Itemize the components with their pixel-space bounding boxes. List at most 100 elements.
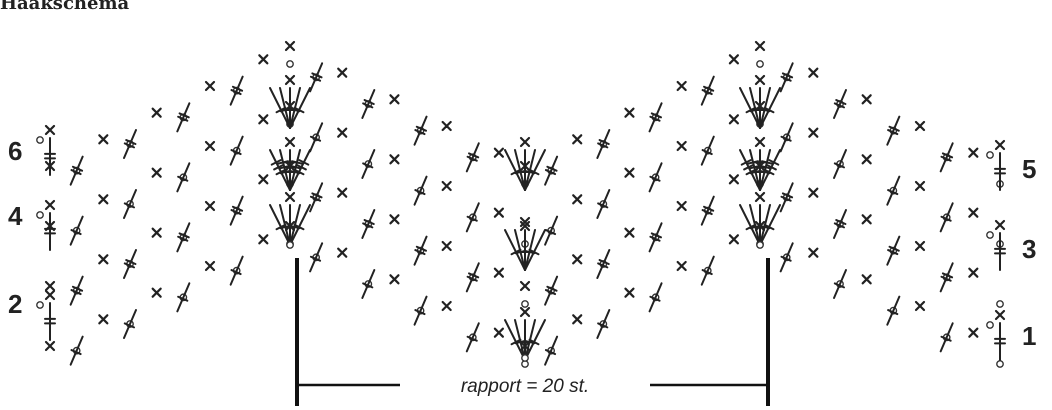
stitch-bar-icon <box>887 129 899 136</box>
stitch-icon <box>123 309 137 339</box>
stitch-bar-icon <box>544 289 557 296</box>
single-crochet-icon <box>914 300 926 312</box>
single-crochet-icon <box>624 227 635 238</box>
stitch-bar-icon <box>544 229 557 236</box>
single-crochet-icon <box>728 54 739 65</box>
stitch-bar-icon <box>781 192 794 199</box>
single-crochet-icon <box>808 67 819 78</box>
stitch-icon <box>759 87 781 129</box>
stitch-icon <box>176 102 191 133</box>
stitch-bar-icon <box>703 205 715 212</box>
single-crochet-icon <box>258 234 269 245</box>
single-crochet-icon <box>441 120 452 132</box>
stitch-bar-icon <box>781 72 794 79</box>
stitch-bar-icon <box>414 129 426 136</box>
single-crochet-icon <box>441 240 452 252</box>
stitch-icon <box>361 209 376 239</box>
single-crochet-icon <box>728 174 739 185</box>
single-crochet-icon <box>728 234 739 245</box>
stitch-bar-icon <box>780 135 792 142</box>
stitch-icon <box>229 75 244 106</box>
single-crochet-icon <box>754 40 766 52</box>
single-crochet-icon <box>44 280 56 292</box>
stitch-icon <box>309 242 324 273</box>
stitch-bar-icon <box>833 222 845 229</box>
stitch-bar-icon <box>70 349 82 356</box>
stitch-icon <box>833 269 847 299</box>
single-crochet-icon <box>284 74 296 86</box>
stitch-icon <box>596 309 611 339</box>
row-label-6: 6 <box>8 136 22 166</box>
stitch-icon <box>309 62 324 93</box>
chain-icon <box>286 60 294 68</box>
single-crochet-icon <box>728 114 739 125</box>
stitch-icon <box>69 155 84 186</box>
single-crochet-icon <box>151 107 162 118</box>
stitch-bar-icon <box>745 106 757 114</box>
stitch-bar-icon <box>780 195 792 202</box>
stitch-bar-icon <box>178 232 190 239</box>
single-crochet-icon <box>676 80 687 92</box>
single-crochet-icon <box>754 74 766 86</box>
stitch-bar-icon <box>703 85 715 92</box>
single-crochet-icon <box>861 94 872 105</box>
stitch-icon <box>596 129 611 159</box>
single-crochet-icon <box>624 287 635 298</box>
chain-icon <box>996 360 1004 368</box>
stitch-icon <box>524 229 546 271</box>
single-crochet-icon <box>204 260 216 272</box>
single-crochet-icon <box>284 191 296 203</box>
stitch-bar-icon <box>940 215 952 222</box>
stitch-icon <box>176 162 191 193</box>
stitch-bar-icon <box>414 309 426 316</box>
single-crochet-icon <box>808 127 819 138</box>
stitch-icon <box>176 282 191 313</box>
chain-icon <box>756 60 764 68</box>
stitch-bar-icon <box>745 223 757 231</box>
stitch-bar-icon <box>743 163 755 171</box>
single-crochet-icon <box>572 194 583 205</box>
stitch-icon <box>69 215 84 246</box>
row-label-2: 2 <box>8 289 22 319</box>
stitch-bar-icon <box>273 163 285 171</box>
stitch-icon <box>361 89 376 119</box>
stitch-bar-icon <box>468 152 480 159</box>
single-crochet-icon <box>493 207 504 218</box>
stitch-icon <box>939 142 954 173</box>
stitch-icon <box>289 204 311 246</box>
stitch-icon <box>413 295 428 326</box>
single-crochet-icon <box>337 67 348 78</box>
single-crochet-icon <box>968 147 979 158</box>
single-crochet-icon <box>204 140 216 152</box>
single-crochet-icon <box>572 254 583 265</box>
stitch-icon <box>779 122 794 153</box>
stitch-bar-icon <box>649 115 661 122</box>
stitch-icon <box>465 202 480 233</box>
stitch-icon <box>309 122 324 153</box>
stitch-bar-icon <box>293 106 305 114</box>
single-crochet-icon <box>493 147 504 158</box>
stitch-icon <box>123 249 137 279</box>
stitch-icon <box>779 62 794 93</box>
stitch-bar-icon <box>298 159 310 166</box>
single-crochet-icon <box>204 80 216 92</box>
single-crochet-icon <box>204 200 216 212</box>
stitch-bar-icon <box>759 164 772 170</box>
stitch-icon <box>465 262 480 293</box>
single-crochet-icon <box>258 174 269 185</box>
stitch-bar-icon <box>650 232 662 239</box>
single-crochet-icon <box>994 309 1006 321</box>
stitch-bar-icon <box>740 159 752 166</box>
stitch-bar-icon <box>701 269 713 276</box>
stitch-bar-icon <box>598 259 610 266</box>
stitch-icon <box>514 149 526 191</box>
single-crochet-icon <box>493 267 504 278</box>
single-crochet-icon <box>572 314 583 325</box>
stitch-icon <box>739 149 761 191</box>
stitch-bar-icon <box>510 248 522 256</box>
stitch-bar-icon <box>230 89 242 96</box>
stitch-bar-icon <box>363 219 375 226</box>
single-crochet-icon <box>808 247 819 258</box>
stitch-bar-icon <box>466 215 478 222</box>
